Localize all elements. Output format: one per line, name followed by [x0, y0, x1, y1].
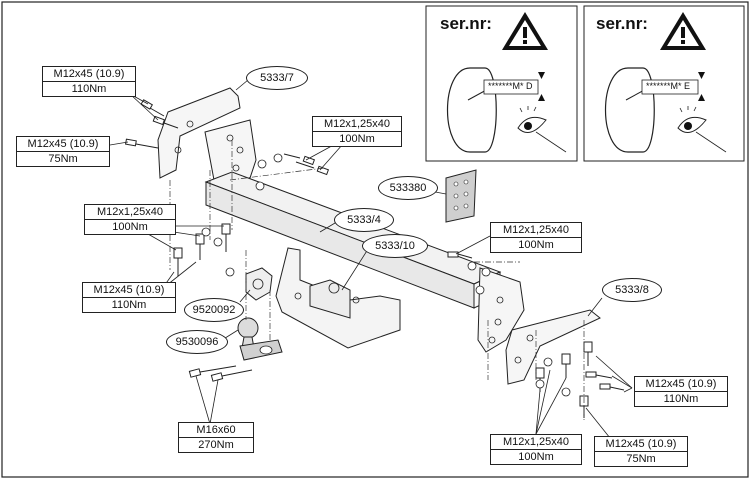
spec-torque: 110Nm [71, 83, 107, 95]
spec-torque: 270Nm [198, 439, 234, 451]
alignment-lines [169, 140, 585, 420]
number-plate-bracket [445, 169, 477, 223]
serial-number-left: *******M* D [486, 81, 535, 91]
spec-box-bottom-center: M12x1,25x40 100Nm [490, 434, 582, 465]
spec-bolt: M12x1,25x40 [85, 205, 175, 220]
eye-icon [677, 106, 727, 153]
part-label-bracket-right: 5333/8 [602, 278, 662, 302]
spec-box-bottom-right: M12x45 (10.9) 75Nm [594, 436, 688, 467]
spec-bolt: M12x45 (10.9) [83, 283, 175, 298]
socket-plate [245, 267, 273, 301]
spec-torque: 100Nm [518, 451, 554, 463]
spec-bolt: M12x1,25x40 [491, 223, 581, 238]
spec-torque: 110Nm [111, 299, 147, 311]
eye-icon [517, 106, 567, 153]
spec-box-left-top: M12x45 (10.9) 110Nm [42, 66, 136, 97]
spec-bolt: M12x1,25x40 [491, 435, 581, 450]
warning-triangle-icon [660, 12, 706, 50]
spec-box-left-mid: M12x45 (10.9) 75Nm [16, 136, 110, 167]
part-label-socket-bracket: 5333/10 [362, 234, 428, 258]
spec-torque: 100Nm [339, 133, 375, 145]
spec-bolt: M12x45 (10.9) [17, 137, 109, 152]
bolt-set [124, 99, 625, 418]
warning-triangle-icon [502, 12, 548, 50]
left-side-bracket [157, 87, 241, 179]
spec-bolt: M12x45 (10.9) [43, 67, 135, 82]
part-label-bracket-left: 5333/7 [246, 66, 308, 90]
washer-set [201, 153, 571, 397]
spec-bolt: M16x60 [179, 423, 253, 438]
part-label-plate: 533380 [378, 176, 438, 200]
spec-box-right-mid: M12x1,25x40 100Nm [490, 222, 582, 253]
spec-torque: 100Nm [518, 239, 554, 251]
spec-box-center-top: M12x1,25x40 100Nm [312, 116, 402, 147]
spec-box-left-bottom: M12x45 (10.9) 110Nm [82, 282, 176, 313]
right-side-bracket [477, 267, 525, 353]
spec-box-right-lower: M12x45 (10.9) 110Nm [634, 376, 728, 407]
serial-number-right: *******M* E [644, 81, 693, 91]
spec-torque: 75Nm [626, 453, 656, 465]
serial-title-left: ser.nr: [440, 14, 492, 33]
part-label-towball: 9530096 [166, 330, 228, 354]
spec-bolt: M12x45 (10.9) [635, 377, 727, 392]
part-label-crossbar: 5333/4 [334, 208, 394, 232]
spec-torque: 110Nm [663, 393, 699, 405]
spec-box-left-lower: M12x1,25x40 100Nm [84, 204, 176, 235]
serial-title-right: ser.nr: [596, 14, 648, 33]
spec-bolt: M12x45 (10.9) [595, 437, 687, 452]
towball [237, 317, 283, 361]
part-label-socket-plate: 9520092 [184, 298, 244, 322]
spec-box-ball-bolt: M16x60 270Nm [178, 422, 254, 453]
spec-torque: 75Nm [48, 153, 78, 165]
spec-bolt: M12x1,25x40 [313, 117, 401, 132]
spec-torque: 100Nm [112, 221, 148, 233]
